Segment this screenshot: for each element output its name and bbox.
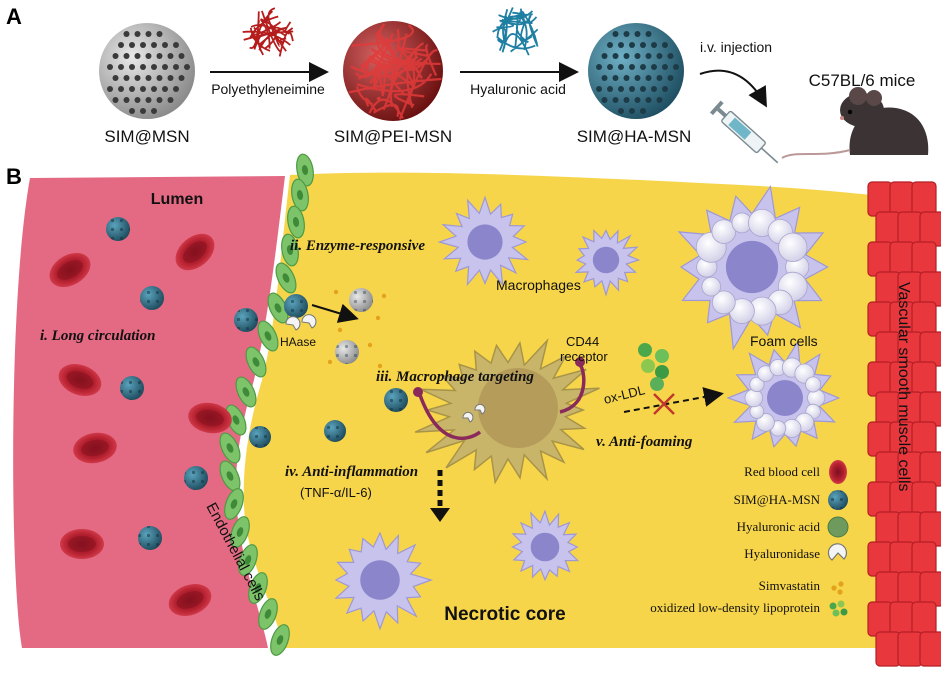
mouse-label: C57BL/6 mice: [809, 71, 916, 90]
anti-foaming-arrow: [623, 387, 724, 413]
lumen-label: Lumen: [151, 191, 203, 208]
foam-cell-small: [726, 339, 841, 448]
haase-label: HAase: [280, 335, 316, 349]
target-macrophage: [413, 338, 600, 485]
legend-nanoparticle-label: SIM@HA-MSN: [734, 492, 821, 507]
legend-haase-label: Hyaluronidase: [744, 546, 820, 561]
legend: Red blood cell SIM@HA-MSN Hyaluronic aci…: [650, 460, 849, 617]
step-iv-sub-label: (TNF-α/IL-6): [300, 485, 372, 500]
sim-ha-msn-label: SIM@HA-MSN: [577, 127, 692, 146]
legend-rbc-label: Red blood cell: [744, 464, 820, 479]
step-iv-label: iv. Anti-inflammation: [285, 464, 418, 480]
sim-pei-msn-particle: [343, 21, 443, 121]
necrotic-core-label: Necrotic core: [444, 604, 565, 625]
legend-simvastatin-icon: [831, 581, 844, 595]
ox-ldl-cluster: [638, 343, 669, 391]
foam-cell-large: [677, 185, 829, 351]
panel-a-letter: A: [6, 4, 22, 29]
arrow-ha-label: Hyaluronic acid: [470, 81, 566, 97]
sim-msn-label: SIM@MSN: [104, 127, 189, 146]
sim-pei-msn-label: SIM@PEI-MSN: [334, 127, 452, 146]
sim-ha-msn-particle: [588, 23, 684, 119]
sim-msn-particle: [99, 23, 195, 119]
macrophages-label: Macrophages: [496, 277, 581, 293]
macrophages: [334, 195, 641, 631]
hyaluronidase-icons: [285, 314, 486, 423]
polyethyleneimine-coil-icon: [242, 7, 294, 57]
legend-ha-icon: [827, 516, 849, 538]
legend-rbc-icon: [829, 460, 847, 484]
vsmc-label: Vascular smooth muscle cells: [895, 282, 912, 492]
red-blood-cells: [49, 233, 232, 616]
cd44-label: CD44: [566, 334, 599, 349]
legend-haase-icon: [827, 543, 848, 561]
syringe-icon: [709, 100, 779, 164]
vsmc-wall: [867, 181, 941, 667]
step-ii-label: ii. Enzyme-responsive: [290, 238, 425, 254]
legend-oxldl-label: oxidized low-density lipoprotein: [650, 600, 820, 615]
legend-oxldl-icon: [829, 600, 848, 617]
foam-cells-label: Foam cells: [750, 333, 818, 349]
receptor-label: receptor: [560, 349, 608, 364]
legend-nanoparticle-icon: [828, 490, 848, 510]
injection-label: i.v. injection: [700, 39, 772, 55]
hyaluronic-acid-coil-icon: [492, 7, 539, 56]
mouse-icon: [781, 87, 929, 159]
step-v-label: v. Anti-foaming: [596, 434, 693, 450]
panel-b-letter: B: [6, 164, 22, 189]
block-cross-icon: [653, 393, 675, 415]
legend-simvastatin-label: Simvastatin: [759, 578, 821, 593]
legend-ha-label: Hyaluronic acid: [737, 519, 821, 534]
arrow-pei-label: Polyethyleneimine: [211, 81, 325, 97]
injection-arrow: [699, 69, 767, 108]
enzyme-arrow: [311, 303, 359, 323]
endothelial-layer: [219, 153, 314, 656]
step-i-label: i. Long circulation: [40, 328, 155, 344]
step-iii-label: iii. Macrophage targeting: [376, 369, 534, 385]
